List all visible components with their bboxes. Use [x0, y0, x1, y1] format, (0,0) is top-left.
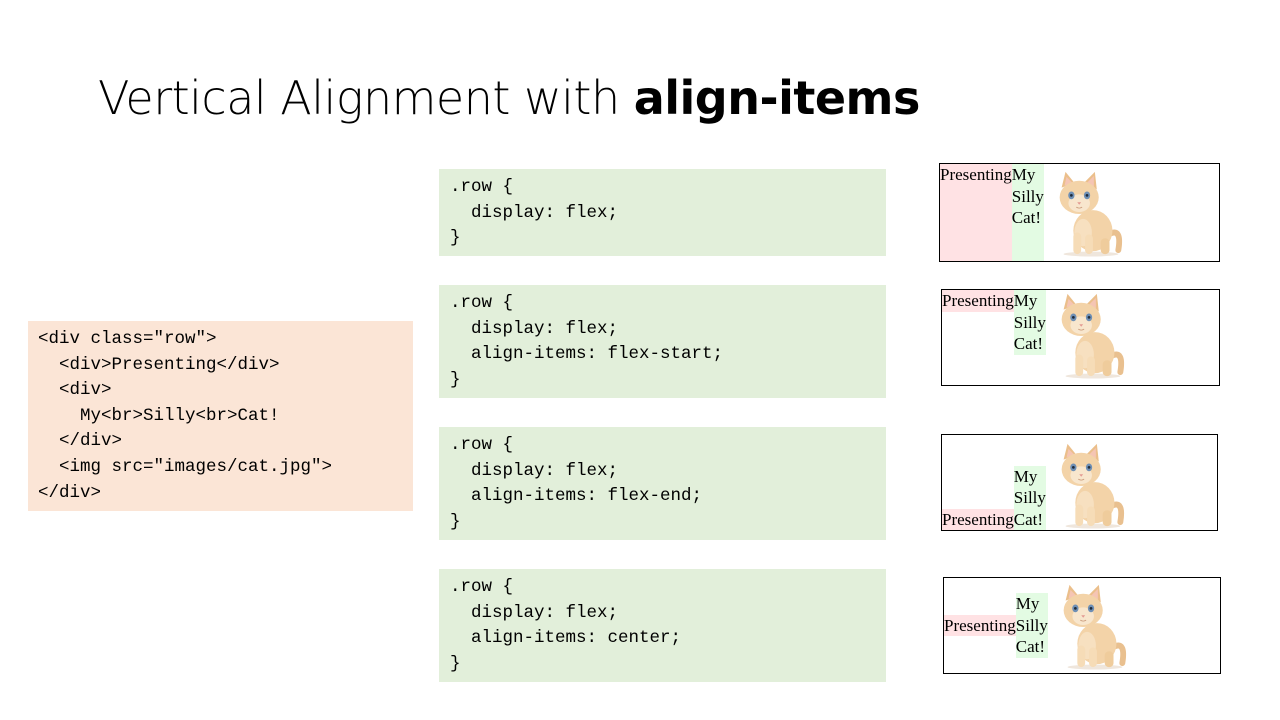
css-code-block-center: .row { display: flex; align-items: cente…: [439, 569, 886, 682]
presenting-item: Presenting: [940, 164, 1012, 261]
presenting-item: Presenting: [944, 614, 1016, 637]
html-code-block: <div class="row"> <div>Presenting</div> …: [28, 321, 413, 511]
css-code-block-flex-start: .row { display: flex; align-items: flex-…: [439, 285, 886, 398]
word-my: My: [1015, 594, 1040, 614]
css-code-block-default: .row { display: flex; }: [439, 169, 886, 256]
title-text: Vertical Alignment with: [98, 71, 634, 125]
word-my: My: [1013, 466, 1038, 486]
word-silly: Silly: [1013, 312, 1046, 332]
cat-image: [1046, 440, 1134, 530]
title-keyword: align-items: [633, 71, 921, 125]
word-cat: Cat!: [1011, 208, 1042, 227]
presenting-item: Presenting: [942, 508, 1014, 530]
cat-image: [1048, 581, 1136, 671]
word-cat: Cat!: [1013, 334, 1044, 353]
cat-image: [1046, 290, 1134, 380]
word-my: My: [1011, 165, 1036, 184]
presenting-item: Presenting: [942, 290, 1014, 312]
word-my: My: [1013, 291, 1038, 310]
word-silly: Silly: [1011, 186, 1044, 206]
cat-image: [1044, 168, 1132, 258]
css-code-block-flex-end: .row { display: flex; align-items: flex-…: [439, 427, 886, 540]
word-cat: Cat!: [1013, 509, 1044, 529]
word-silly: Silly: [1013, 488, 1046, 507]
word-silly: Silly: [1015, 615, 1048, 635]
word-cat: Cat!: [1015, 637, 1046, 657]
slide-title: Vertical Alignment with align-items: [98, 72, 920, 125]
